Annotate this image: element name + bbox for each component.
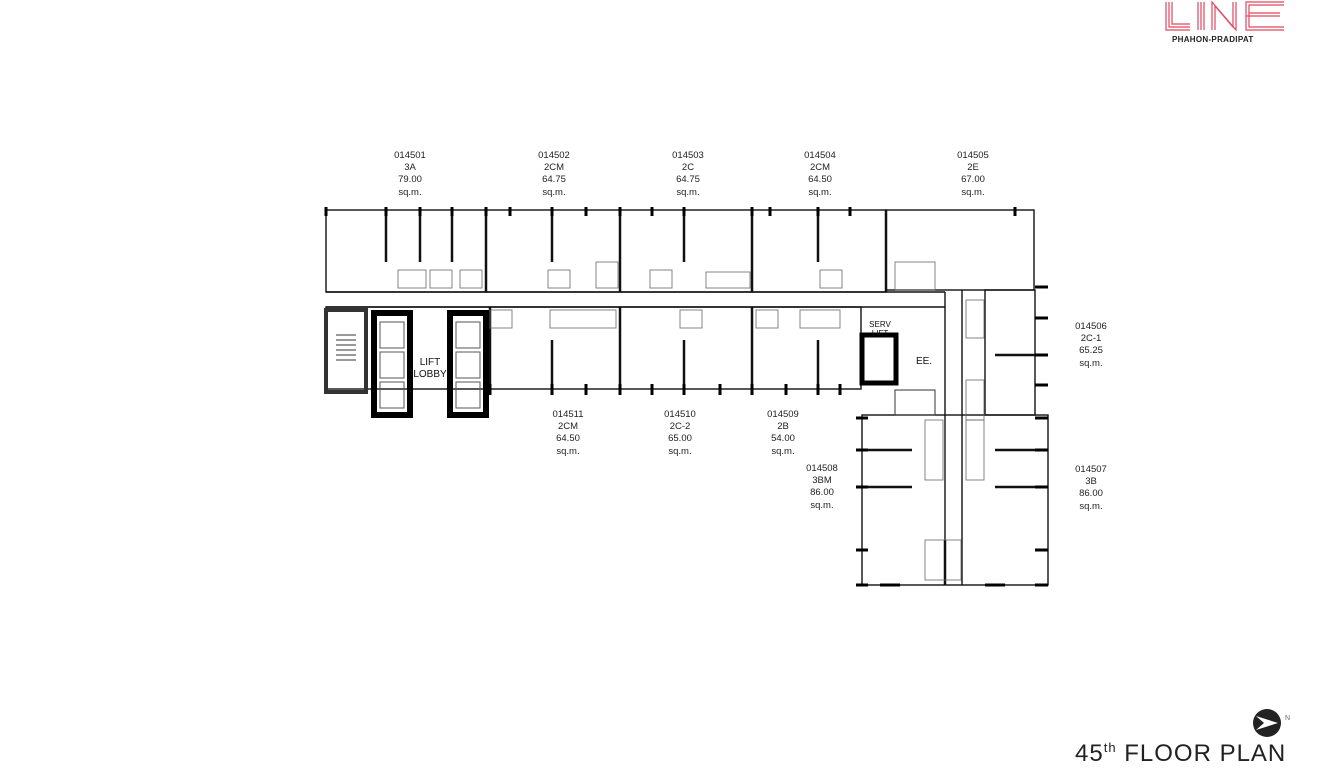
svg-text:N: N bbox=[1285, 715, 1290, 722]
staircase bbox=[324, 308, 936, 416]
right-wing-upper bbox=[984, 289, 1036, 416]
lift-lobby-label: LIFT LOBBY bbox=[413, 357, 447, 380]
service-lift-label: SERV LIFT bbox=[869, 320, 891, 338]
service-lift-core bbox=[859, 332, 899, 386]
north-arrow-icon: N bbox=[1253, 709, 1290, 737]
top-right-block bbox=[885, 209, 1035, 291]
lift-core bbox=[371, 310, 489, 418]
right-wing bbox=[861, 414, 1049, 586]
ee-room-label: EE. bbox=[915, 356, 933, 367]
brand-logo bbox=[1165, 0, 1284, 32]
bottom-wing bbox=[325, 306, 862, 390]
brand-subtitle: PHAHON-PRADIPAT bbox=[1172, 35, 1254, 44]
top-wing bbox=[325, 209, 887, 293]
floor-plan-title: 45th FLOOR PLAN bbox=[1075, 740, 1287, 767]
